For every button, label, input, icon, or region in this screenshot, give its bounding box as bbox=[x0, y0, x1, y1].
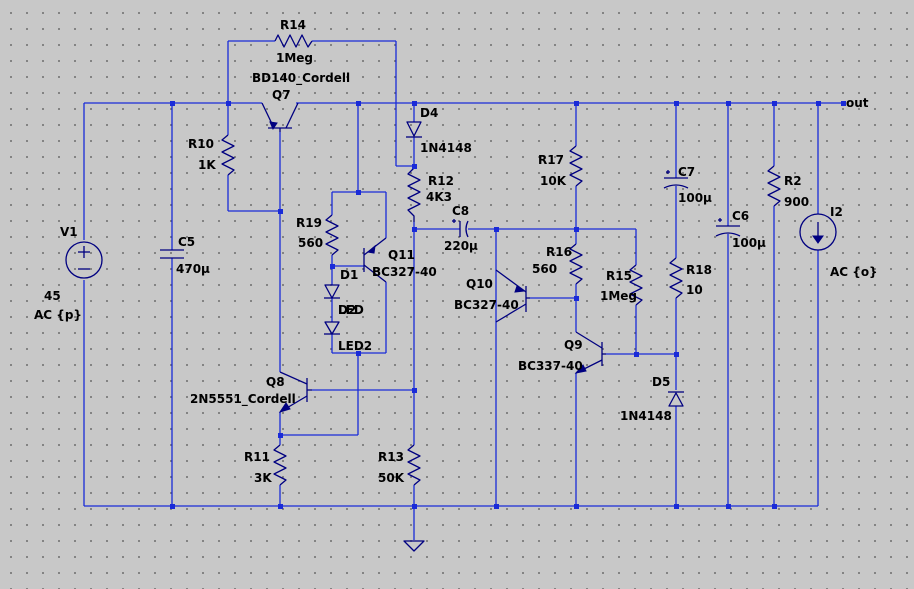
d5-ref: D5 bbox=[652, 375, 670, 389]
diode-d4[interactable] bbox=[406, 121, 422, 138]
junction-dots bbox=[170, 101, 846, 509]
transistor-q11[interactable] bbox=[363, 237, 387, 283]
r13-ref: R13 bbox=[378, 450, 404, 464]
current-source-i2[interactable] bbox=[799, 213, 837, 251]
d5-model: 1N4148 bbox=[620, 409, 672, 423]
capacitor-c8[interactable] bbox=[452, 219, 469, 238]
r18-value: 10 bbox=[686, 283, 703, 297]
wires bbox=[83, 40, 844, 540]
resistor-r11[interactable] bbox=[273, 444, 287, 486]
resistor-r10[interactable] bbox=[221, 134, 235, 176]
q7-model: BD140_Cordell bbox=[252, 71, 350, 86]
resistor-r15[interactable] bbox=[629, 264, 643, 306]
c7-value: 100µ bbox=[678, 191, 712, 205]
capacitor-c5[interactable] bbox=[160, 249, 184, 259]
d2-overlap-text: LED bbox=[338, 303, 364, 317]
transistor-q8[interactable] bbox=[278, 371, 312, 413]
q10-model: BC327-40 bbox=[454, 298, 519, 312]
diode-d1[interactable] bbox=[324, 284, 340, 299]
q9-model: BC337-40 bbox=[518, 359, 583, 373]
r16-value: 560 bbox=[532, 262, 557, 276]
transistor-q9[interactable] bbox=[574, 331, 606, 374]
c5-value: 470µ bbox=[176, 262, 210, 276]
source-v1[interactable] bbox=[65, 241, 103, 279]
r11-ref: R11 bbox=[244, 450, 270, 464]
r19-value: 560 bbox=[298, 236, 323, 250]
r11-value: 3K bbox=[254, 471, 272, 485]
ground-symbol bbox=[403, 540, 425, 552]
d2-ref: D2 bbox=[338, 303, 356, 317]
r18-ref: R18 bbox=[686, 263, 712, 277]
c8-ref: C8 bbox=[452, 204, 469, 218]
resistor-r18[interactable] bbox=[669, 257, 683, 299]
i2-ac: AC {o} bbox=[830, 265, 878, 279]
resistor-r16[interactable] bbox=[569, 243, 583, 285]
q11-ref: Q11 bbox=[388, 248, 415, 262]
q8-ref: Q8 bbox=[266, 375, 285, 389]
q7-ref: Q7 bbox=[272, 88, 291, 102]
r12-value: 4K3 bbox=[426, 190, 452, 204]
d4-ref: D4 bbox=[420, 106, 438, 120]
v1-ac: AC {p} bbox=[34, 308, 82, 322]
resistor-r2[interactable] bbox=[767, 165, 781, 207]
resistor-r12[interactable] bbox=[407, 167, 421, 222]
r17-ref: R17 bbox=[538, 153, 564, 167]
q10-ref: Q10 bbox=[466, 277, 493, 291]
led2-ref: LED2 bbox=[338, 339, 372, 353]
diode-d5[interactable] bbox=[668, 391, 684, 407]
resistor-r19[interactable] bbox=[325, 214, 339, 256]
r19-ref: R19 bbox=[296, 216, 322, 230]
c6-value: 100µ bbox=[732, 236, 766, 250]
r14-value: 1Meg bbox=[276, 51, 313, 65]
r16-ref: R16 bbox=[546, 245, 572, 259]
c6-ref: C6 bbox=[732, 209, 749, 223]
c5-ref: C5 bbox=[178, 235, 195, 249]
r12-ref: R12 bbox=[428, 174, 454, 188]
q9-ref: Q9 bbox=[564, 338, 583, 352]
r14-ref: R14 bbox=[280, 18, 306, 32]
transistor-q7[interactable] bbox=[261, 102, 299, 132]
transistor-q10[interactable] bbox=[495, 269, 530, 323]
i2-ref: I2 bbox=[830, 205, 843, 219]
r10-value: 1K bbox=[198, 158, 216, 172]
r15-ref: R15 bbox=[606, 269, 632, 283]
d1-ref: D1 bbox=[340, 268, 358, 282]
d4-model: 1N4148 bbox=[420, 141, 472, 155]
c8-value: 220µ bbox=[444, 239, 478, 253]
r2-value: 900 bbox=[784, 195, 809, 209]
r10-ref: R10 bbox=[188, 137, 214, 151]
capacitor-c6[interactable] bbox=[715, 218, 741, 237]
resistor-r13[interactable] bbox=[407, 444, 421, 486]
v1-value: 45 bbox=[44, 289, 61, 303]
resistor-r17[interactable] bbox=[569, 145, 583, 187]
net-label-out: out bbox=[846, 96, 869, 110]
r15-value: 1Meg bbox=[600, 289, 637, 303]
capacitor-c7[interactable] bbox=[663, 170, 689, 189]
r13-value: 50K bbox=[378, 471, 405, 485]
r17-value: 10K bbox=[540, 174, 567, 188]
v1-ref: V1 bbox=[60, 225, 78, 239]
resistor-r14[interactable] bbox=[274, 34, 313, 48]
c7-ref: C7 bbox=[678, 165, 695, 179]
q8-model: 2N5551_Cordell bbox=[190, 392, 296, 407]
r2-ref: R2 bbox=[784, 174, 802, 188]
diode-led2[interactable] bbox=[324, 321, 340, 335]
q11-model: BC327-40 bbox=[372, 265, 437, 279]
